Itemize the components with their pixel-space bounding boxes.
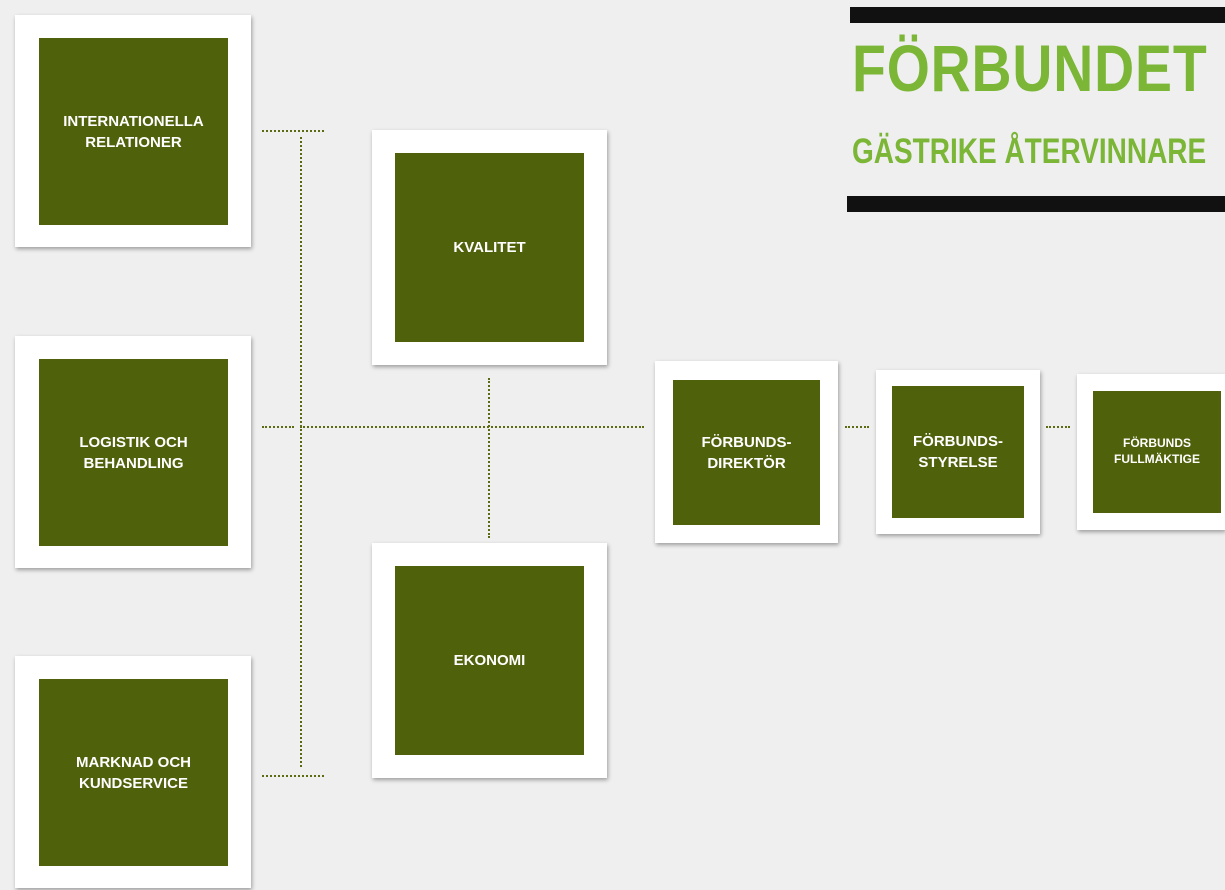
box-fill: LOGISTIK OCH BEHANDLING (39, 359, 228, 546)
connector-kvalitet-ekonomi (488, 378, 490, 538)
box-label: INTERNATIONELLA RELATIONER (63, 112, 204, 151)
box-fill: FÖRBUNDS- STYRELSE (892, 386, 1024, 518)
box-fill: MARKNAD OCH KUNDSERVICE (39, 679, 228, 866)
box-ekonomi: EKONOMI (372, 543, 607, 778)
connector-direktor-styrelse (845, 426, 869, 428)
logo-subtitle: GÄSTRIKE ÅTERVINNARE (852, 132, 1207, 171)
forbundet-logo: FÖRBUNDET GÄSTRIKE ÅTERVINNARE (847, 0, 1225, 215)
box-label: LOGISTIK OCH BEHANDLING (79, 433, 188, 472)
box-fill: EKONOMI (395, 566, 584, 755)
box-marknad-och-kundservice: MARKNAD OCH KUNDSERVICE (15, 656, 251, 888)
box-logistik-och-behandling: LOGISTIK OCH BEHANDLING (15, 336, 251, 568)
box-label: FÖRBUNDS- DIREKTÖR (701, 433, 792, 472)
box-forbundsdirektor: FÖRBUNDS- DIREKTÖR (655, 361, 838, 543)
connector-main-spine (300, 426, 644, 428)
box-fill: FÖRBUNDS FULLMÄKTIGE (1093, 391, 1221, 513)
logo-top-bar (850, 7, 1225, 23)
box-forbundsstyrelse: FÖRBUNDS- STYRELSE (876, 370, 1040, 534)
logo-title: FÖRBUNDET (852, 31, 1208, 105)
connector-logistik (262, 426, 294, 428)
box-fill: INTERNATIONELLA RELATIONER (39, 38, 228, 225)
box-label: FÖRBUNDS- STYRELSE (913, 433, 1003, 471)
box-fill: FÖRBUNDS- DIREKTÖR (673, 380, 820, 525)
box-label: MARKNAD OCH KUNDSERVICE (76, 753, 191, 792)
connector-marknad (262, 775, 324, 777)
box-label: EKONOMI (453, 652, 526, 669)
box-forbundsfullmaktige: FÖRBUNDS FULLMÄKTIGE (1077, 374, 1225, 530)
box-fill: KVALITET (395, 153, 584, 342)
box-internationella-relationer: INTERNATIONELLA RELATIONER (15, 15, 251, 247)
connector-left-trunk (300, 137, 302, 767)
connector-internationella (262, 130, 324, 132)
box-kvalitet: KVALITET (372, 130, 607, 365)
box-label: KVALITET (453, 239, 526, 256)
connector-styrelse-fullmaktige (1046, 426, 1070, 428)
logo-bottom-bar (847, 196, 1225, 212)
box-label: FÖRBUNDS FULLMÄKTIGE (1114, 436, 1200, 466)
